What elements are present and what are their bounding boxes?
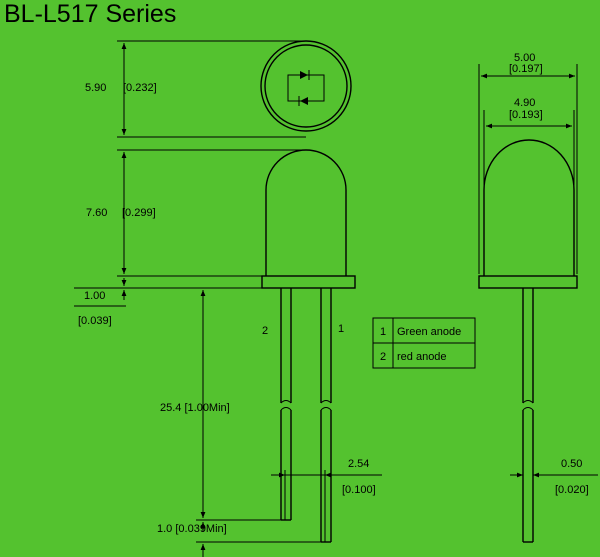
pitch-value: 2.54: [348, 458, 369, 470]
lead-stub-value: 1.0 [0.039Min]: [157, 523, 227, 535]
pin-table-row1-desc: Green anode: [397, 326, 461, 338]
side-dome: [483, 139, 575, 276]
lead-length-value: 25.4 [1.00Min]: [160, 402, 230, 414]
outer-dia-inch: [0.197]: [509, 63, 543, 75]
flange-value: 1.00: [84, 290, 105, 302]
dual-led-symbol-icon: [287, 70, 325, 106]
lead-dia-inch: [0.020]: [555, 484, 589, 496]
pin-table: 1 Green anode 2 red anode: [372, 317, 476, 369]
body-height-inch: [0.299]: [122, 207, 156, 219]
lead-dia-value: 0.50: [561, 458, 582, 470]
inner-dia-inch: [0.193]: [509, 109, 543, 121]
lead-right: [320, 288, 332, 543]
lens-height-value: 5.90: [85, 82, 106, 94]
flange-inch: [0.039]: [78, 315, 112, 327]
dim-lens-height: 5.90 [0.232]: [85, 40, 306, 138]
lens-height-inch: [0.232]: [123, 82, 157, 94]
dim-lead-dia: 0.50 [0.020]: [510, 458, 598, 496]
pin-label-left: 2: [262, 325, 268, 337]
pitch-inch: [0.100]: [342, 484, 376, 496]
pin-table-row1-pin: 1: [380, 326, 386, 338]
lens-outer-circle: [260, 40, 352, 132]
pin-table-row2-pin: 2: [380, 351, 386, 363]
side-view: [478, 139, 578, 543]
lead-left: [280, 288, 292, 521]
dim-pitch: 2.54 [0.100]: [271, 458, 382, 496]
pin-table-row2-desc: red anode: [397, 351, 447, 363]
led-dome: [265, 149, 347, 276]
dim-lead-length: 25.4 [1.00Min] 1.0 [0.039Min]: [157, 290, 321, 557]
dim-inner-dia: 4.90 [0.193]: [483, 97, 575, 190]
front-view: 2 1: [261, 149, 356, 543]
pin-label-right: 1: [338, 323, 344, 335]
inner-dia-value: 4.90: [514, 97, 535, 109]
lens-inner-circle: [264, 44, 348, 128]
led-flange: [261, 275, 356, 289]
top-view: [260, 40, 352, 132]
diagram-title: BL-L517 Series: [4, 0, 176, 28]
dim-flange: 1.00 [0.039]: [74, 278, 262, 327]
dim-outer-dia: 5.00 [0.197]: [478, 52, 578, 274]
dim-body-height: 7.60 [0.299]: [86, 149, 306, 277]
body-height-value: 7.60: [86, 207, 107, 219]
side-flange: [478, 275, 578, 289]
outer-dia-value: 5.00: [514, 52, 535, 64]
